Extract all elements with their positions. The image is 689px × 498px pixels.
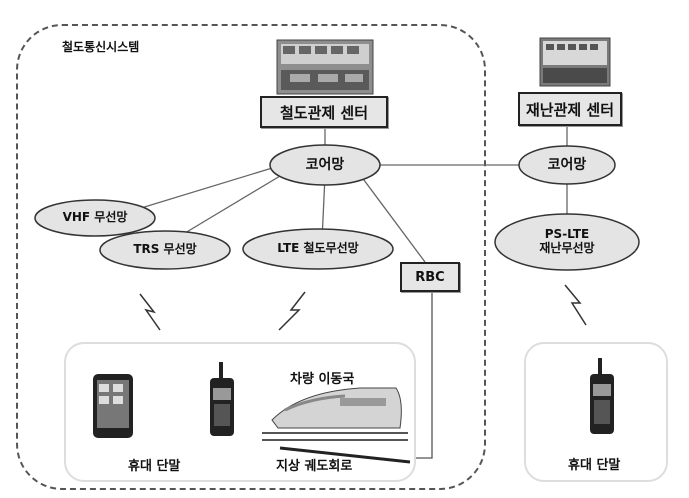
lte-rail-network-label: LTE 철도무선망 — [277, 241, 359, 256]
link-core-rbc — [357, 171, 426, 263]
handset-right-label: 휴대 단말 — [568, 458, 621, 473]
handset-left-label: 휴대 단말 — [128, 459, 181, 474]
cloud-core-right — [518, 145, 616, 185]
pslte-line1: PS-LTE — [544, 227, 590, 242]
system-label: 철도통신시스템 — [62, 40, 140, 54]
cloud-vhf — [34, 199, 156, 237]
pslte-line2: 재난무선망 — [539, 241, 595, 255]
disaster-control-center-label: 재난관제 센터 — [525, 100, 615, 119]
wireless-zigzag-trs — [139, 293, 161, 331]
cloud-lte — [242, 228, 394, 270]
rbc-box: RBC — [400, 262, 460, 292]
cloud-pslte — [494, 213, 640, 271]
railway-system-boundary — [16, 24, 486, 490]
track-circuit-label: 지상 궤도회로 — [276, 459, 353, 474]
pslte-network-label: PS-LTE 재난무선망 — [495, 222, 639, 262]
rail-control-center-box: 철도관제 센터 — [260, 96, 388, 128]
walkie-talkie-left-icon — [210, 362, 234, 436]
wireless-zigzag-pslte — [564, 284, 587, 326]
core-network-left-label: 코어망 — [305, 156, 345, 173]
rail-control-center-label: 철도관제 센터 — [279, 103, 369, 122]
core-network-right-label: 코어망 — [547, 156, 587, 173]
walkie-talkie-right-icon — [590, 358, 614, 434]
cloud-core-left — [269, 144, 381, 186]
wireless-zigzag-lte — [278, 291, 306, 331]
train-icon — [262, 387, 408, 441]
track-line-icon — [279, 446, 411, 464]
cloud-trs — [99, 230, 231, 270]
train-station-label: 차량 이동국 — [290, 372, 355, 387]
disaster-control-room-photo — [539, 37, 611, 87]
trs-network-label: TRS 무선망 — [133, 242, 197, 257]
rbc-label: RBC — [415, 269, 445, 285]
smartphone-icon — [93, 374, 133, 438]
vhf-network-label: VHF 무선망 — [62, 210, 128, 225]
disaster-control-center-box: 재난관제 센터 — [518, 92, 622, 126]
rail-control-room-photo — [276, 39, 374, 95]
